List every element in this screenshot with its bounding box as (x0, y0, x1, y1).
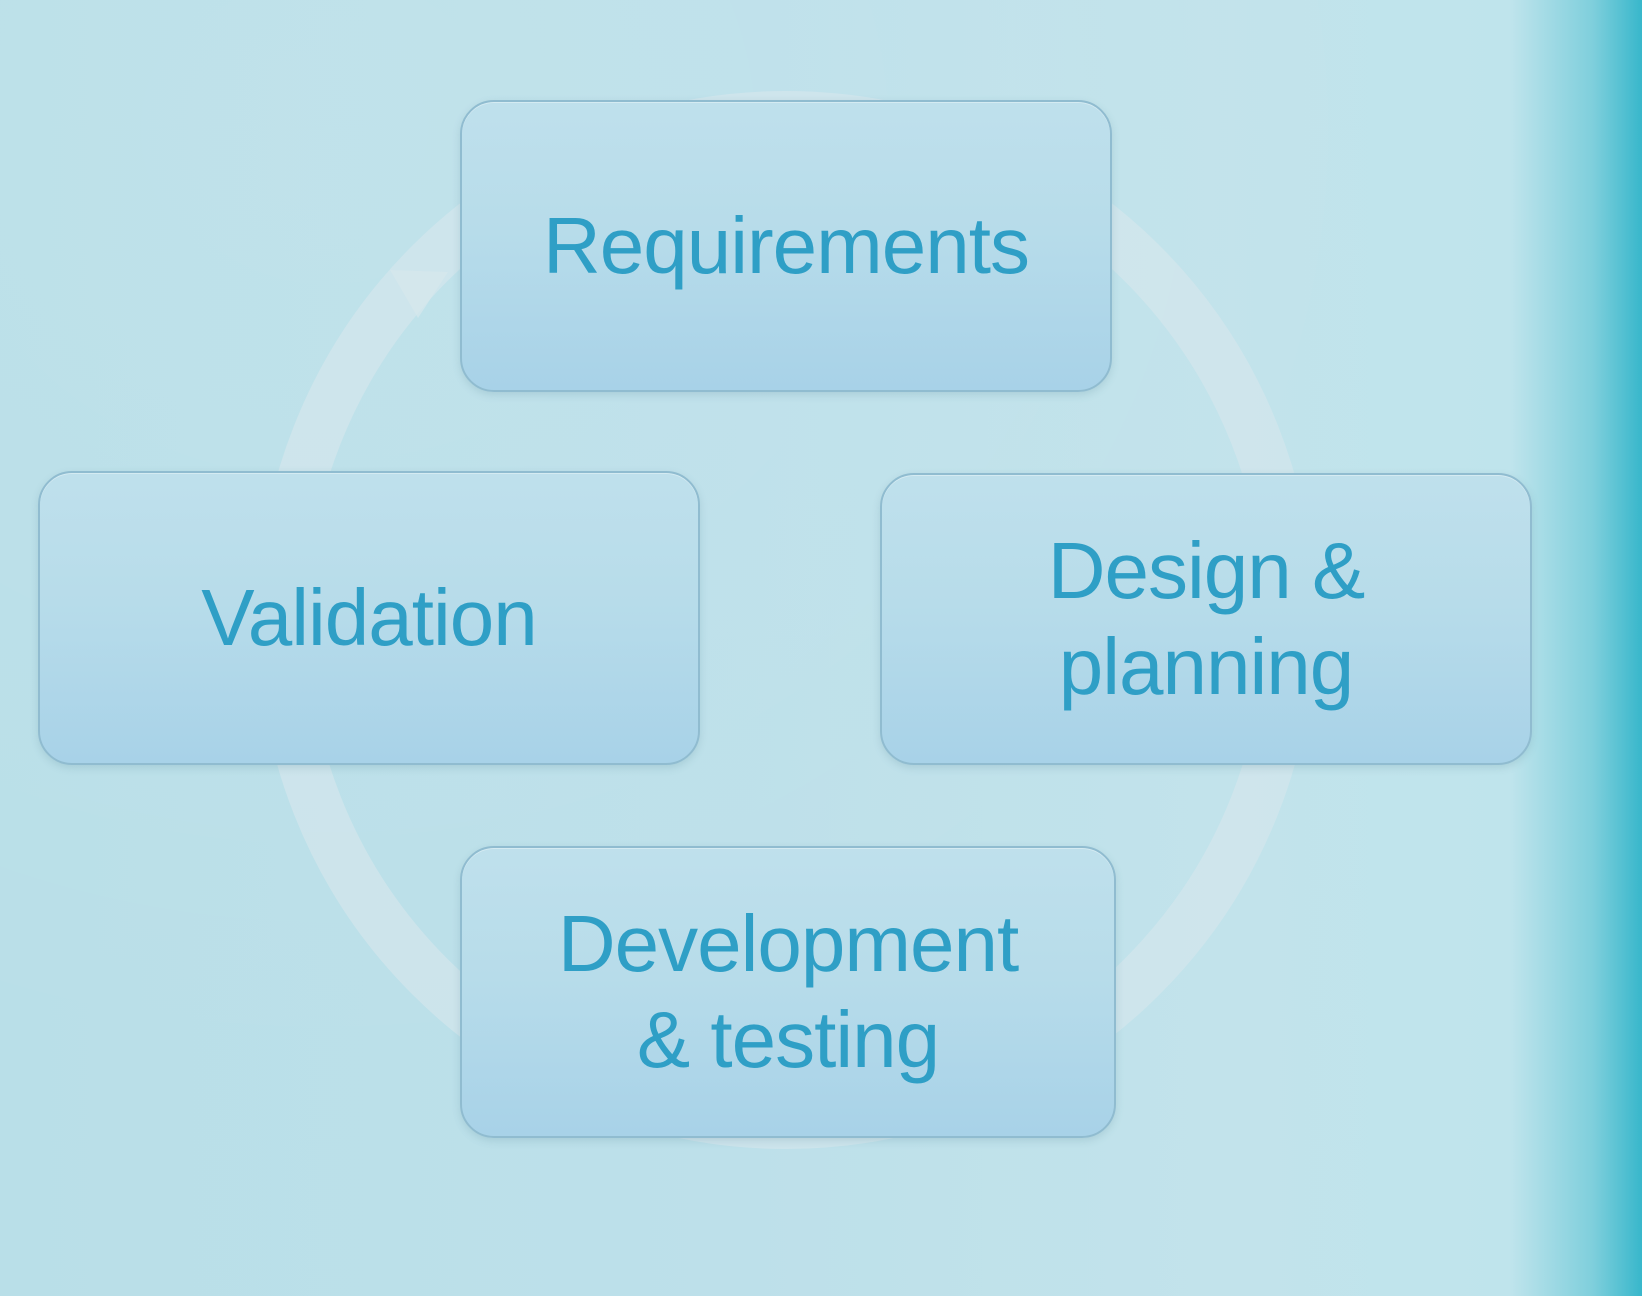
development-testing-label: Development & testing (557, 899, 1019, 1084)
requirements-label: Requirements (542, 201, 1030, 290)
cycle-arrowhead (390, 270, 448, 318)
requirements-node: Requirements (460, 100, 1112, 392)
validation-label: Validation (201, 573, 537, 662)
development-testing-node: Development & testing (460, 846, 1116, 1138)
validation-node: Validation (38, 471, 700, 765)
design-planning-node: Design & planning (880, 473, 1532, 765)
design-planning-label: Design & planning (1047, 526, 1366, 711)
